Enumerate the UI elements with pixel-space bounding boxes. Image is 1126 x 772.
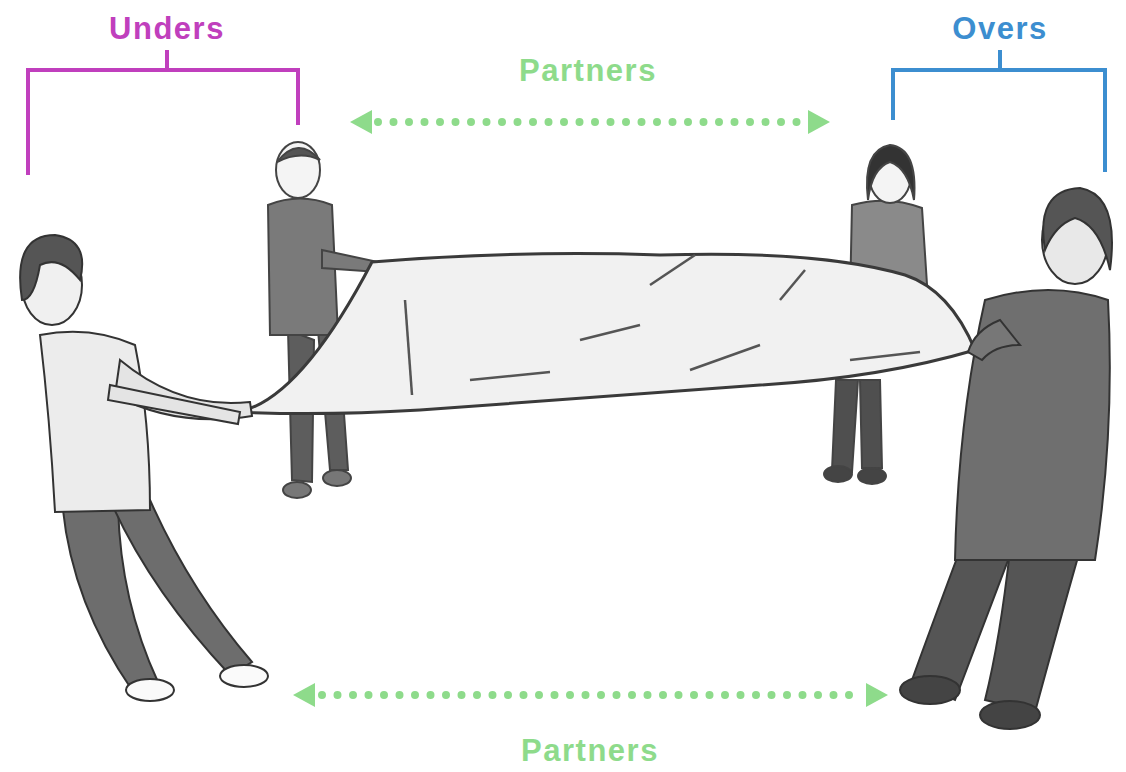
sheet-fold xyxy=(650,255,695,285)
person-shoe xyxy=(824,466,852,482)
person-hair xyxy=(1043,188,1112,270)
arrow-head xyxy=(293,683,315,707)
partners-label: Partners xyxy=(521,735,659,766)
sheet-folds xyxy=(405,255,920,395)
arrow-head xyxy=(866,683,888,707)
person-body xyxy=(955,290,1110,560)
person-hair xyxy=(867,145,915,200)
person-hair xyxy=(20,235,82,300)
person-legs xyxy=(832,380,882,472)
person-front-left xyxy=(20,235,268,701)
person-front-right xyxy=(900,188,1112,729)
bracket-line xyxy=(893,70,1105,172)
person-hair xyxy=(277,148,320,162)
sheet-fold xyxy=(470,372,550,380)
sheet-fold xyxy=(580,325,640,340)
sheet xyxy=(238,254,975,414)
sheet-fold xyxy=(405,300,412,395)
person-shoe xyxy=(900,676,960,704)
person-shoe xyxy=(126,679,174,701)
person-shoe xyxy=(980,701,1040,729)
partners-label: Partners xyxy=(519,55,657,86)
partners-arrow-top xyxy=(350,110,830,134)
bracket-line xyxy=(28,70,298,175)
person-body xyxy=(40,332,150,512)
partners-arrow-bottom xyxy=(293,683,888,707)
overs-bracket xyxy=(893,50,1105,172)
arrow-head xyxy=(350,110,372,134)
sheet-fold xyxy=(780,270,805,300)
dotted-line xyxy=(378,118,802,126)
group-label: Unders xyxy=(109,13,225,44)
person-arm xyxy=(968,320,1020,360)
dotted-line xyxy=(322,691,860,699)
bracket-tick xyxy=(165,50,169,70)
person-shoe xyxy=(323,470,351,486)
person-shoe xyxy=(283,482,311,498)
person-shoe xyxy=(220,665,268,687)
unders-bracket xyxy=(28,50,298,175)
person-leg xyxy=(110,500,252,675)
person-head xyxy=(276,142,320,198)
person-arm xyxy=(108,385,240,424)
sheet-fold xyxy=(690,345,760,370)
group-label: Overs xyxy=(952,13,1047,44)
arrow-head xyxy=(808,110,830,134)
person-shoe xyxy=(858,468,886,484)
person-leg xyxy=(985,550,1080,712)
sheet-fold xyxy=(850,352,920,360)
bracket-tick xyxy=(998,50,1002,70)
